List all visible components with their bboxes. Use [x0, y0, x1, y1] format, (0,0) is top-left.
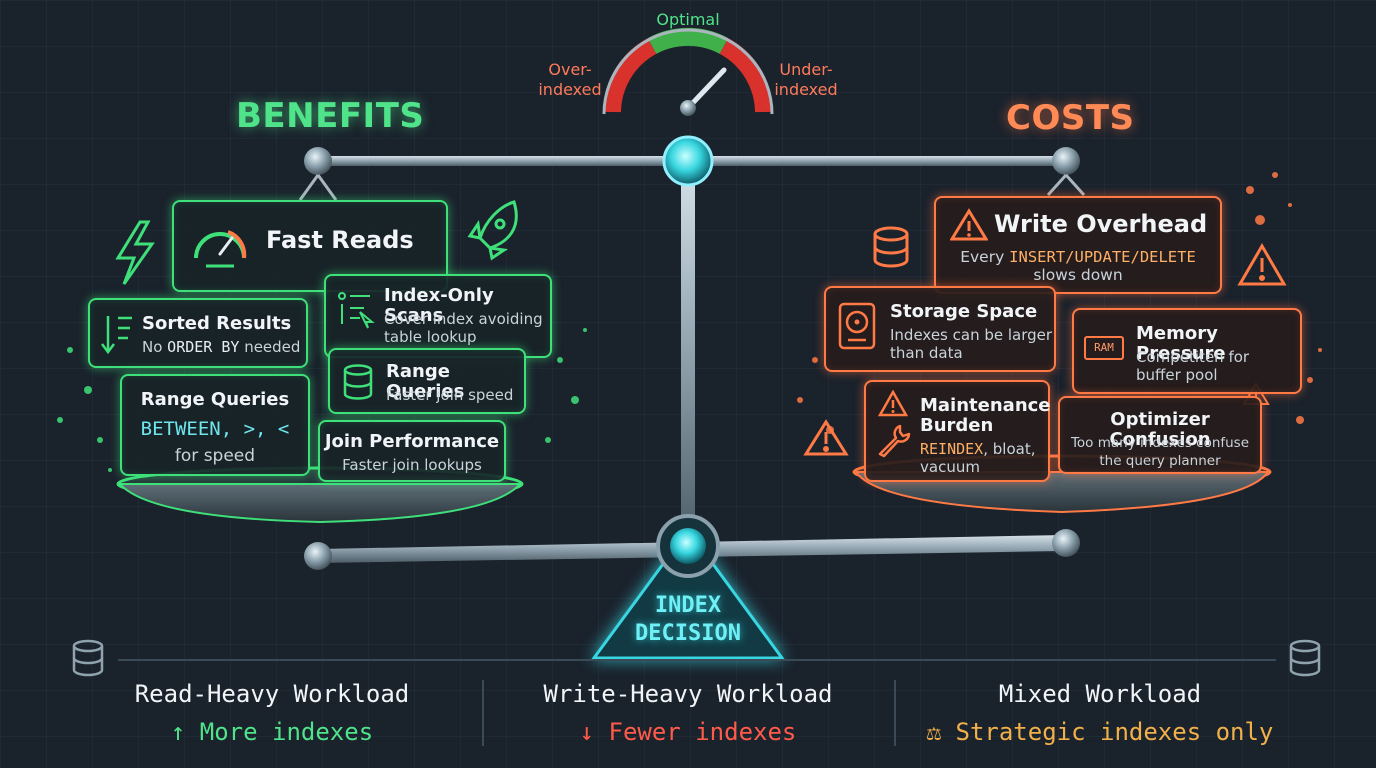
- optimizer-confusion-title: Optimizer Confusion: [1109, 409, 1211, 450]
- footer-divider: [482, 680, 484, 746]
- sorted-results-body: No ORDER BY needed: [142, 338, 301, 356]
- workload-subtitle: ↓ Fewer indexes: [579, 718, 797, 746]
- speedometer-icon: [194, 230, 247, 268]
- warning-icon: [950, 208, 988, 241]
- warning-icon: [1237, 243, 1287, 286]
- top-pivot: [662, 135, 714, 187]
- fast-reads-card: Fast Reads: [172, 200, 448, 292]
- gauge-over-indexed-label: Over-indexed: [538, 60, 602, 99]
- hard-drive-icon: [838, 302, 876, 350]
- index-only-scans-card: Index-Only Scans Cover index avoiding ta…: [324, 274, 552, 358]
- fast-reads-title: Fast Reads: [266, 226, 414, 254]
- range-queries-code: BETWEEN, >, <: [140, 418, 290, 440]
- memory-pressure-title: Memory Pressure: [1136, 323, 1226, 364]
- join-performance-title: Join Performance: [324, 431, 500, 452]
- center-post: [681, 166, 695, 540]
- index-scan-icon: [338, 292, 375, 329]
- rocket-icon: [467, 200, 518, 261]
- sorted-results-title: Sorted Results: [142, 313, 292, 334]
- workload-title: Read-Heavy Workload: [134, 680, 410, 708]
- maintenance-burden-body: REINDEX, bloat, vacuum: [920, 440, 1036, 476]
- left-beam-knob: [304, 147, 332, 175]
- range-queries-card-bottom: Range Queries BETWEEN, >, < for speed: [120, 374, 310, 476]
- optimizer-confusion-body: Too many indexes confuse the query plann…: [1070, 435, 1250, 469]
- wrench-icon: [878, 424, 911, 458]
- benefits-heading: BENEFITS: [236, 96, 425, 136]
- optimizer-confusion-card: Optimizer Confusion Too many indexes con…: [1058, 396, 1262, 474]
- right-beam-knob: [1052, 147, 1080, 175]
- workload-title: Write-Heavy Workload: [543, 680, 833, 708]
- database-icon: [1289, 639, 1321, 677]
- range-queries-title: Range Queries: [140, 389, 290, 410]
- lightning-icon: [115, 220, 155, 285]
- storage-space-body: Indexes can be larger than data: [890, 326, 1053, 362]
- memory-pressure-card: RAM Memory Pressure Competiten for buffe…: [1072, 308, 1302, 394]
- warning-icon: [803, 419, 849, 456]
- balance-gauge: [602, 28, 774, 116]
- database-icon: [72, 639, 104, 677]
- memory-pressure-body: Competiten for buffer pool: [1136, 348, 1250, 384]
- index-only-scans-title: Index-Only Scans: [384, 285, 494, 326]
- write-overhead-title: Write Overhead: [994, 210, 1208, 238]
- join-performance-card: Join Performance Faster join lookups: [318, 420, 506, 482]
- index-only-scans-body: Cover index avoiding table lookup: [384, 310, 543, 346]
- maintenance-burden-card: Maintenance Burden REINDEX, bloat, vacuu…: [864, 380, 1051, 482]
- write-overhead-card: Write Overhead Every INSERT/UPDATE/DELET…: [934, 196, 1222, 294]
- storage-space-card: Storage Space Indexes can be larger than…: [824, 286, 1056, 372]
- write-heavy-workload: Write-Heavy Workload ↓ Fewer indexes: [500, 680, 876, 746]
- range-queries-body: for speed: [174, 446, 256, 466]
- workload-title: Mixed Workload: [998, 680, 1202, 708]
- sort-descending-icon: [101, 316, 132, 355]
- join-performance-body: Faster join lookups: [342, 456, 482, 474]
- sorted-results-card: Sorted Results No ORDER BY needed: [88, 298, 308, 368]
- write-overhead-body: Every INSERT/UPDATE/DELETE slows down: [960, 248, 1196, 284]
- ram-chip-icon: RAM: [1084, 336, 1124, 360]
- range-queries-card-top: Range Queries Faster join speed: [328, 348, 526, 414]
- database-icon: [873, 226, 909, 268]
- arrow-down-icon: ↓: [579, 718, 595, 746]
- storage-space-title: Storage Space: [890, 301, 1038, 322]
- database-icon: [343, 364, 373, 400]
- gauge-under-indexed-label: Under-indexed: [774, 60, 838, 99]
- range-queries-body: Faster join speed: [386, 386, 514, 404]
- warning-icon: [878, 390, 908, 417]
- costs-heading: COSTS: [1006, 98, 1135, 138]
- workload-subtitle: ⚖ Strategic indexes only: [926, 718, 1274, 746]
- scales-icon: ⚖: [926, 718, 942, 746]
- range-queries-title: Range Queries: [386, 361, 465, 402]
- workload-subtitle: ↑ More indexes: [170, 718, 374, 746]
- footer-divider: [894, 680, 896, 746]
- fulcrum-triangle: [591, 527, 785, 660]
- arrow-up-icon: ↑: [170, 718, 186, 746]
- maintenance-burden-title: Maintenance Burden: [920, 395, 1051, 436]
- gauge-optimal-label: Optimal: [656, 10, 720, 29]
- mixed-workload: Mixed Workload ⚖ Strategic indexes only: [910, 680, 1290, 746]
- read-heavy-workload: Read-Heavy Workload ↑ More indexes: [90, 680, 454, 746]
- index-decision-label: INDEX DECISION: [635, 593, 741, 646]
